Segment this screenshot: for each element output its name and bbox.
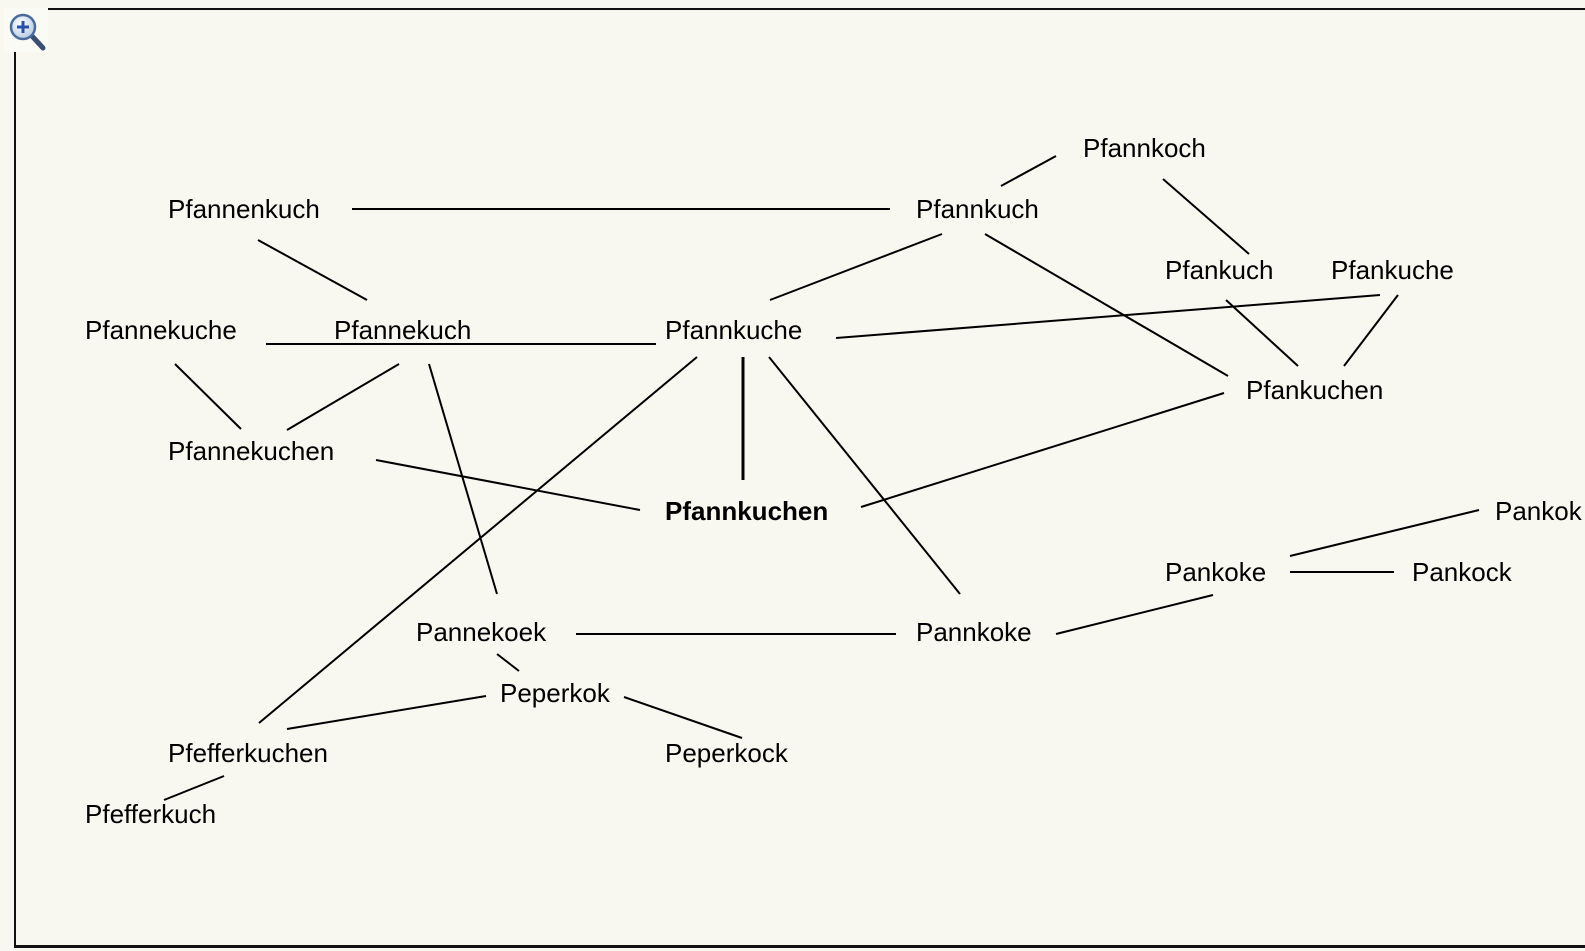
edge-pfankuchen-pfannkuchen: [860, 392, 1225, 508]
node-pfankuche[interactable]: Pfankuche: [1331, 255, 1454, 285]
edge-pfannenkuch-pfannekuch: [257, 239, 368, 301]
edge-pfannekuchen-pfannkuchen: [375, 459, 641, 511]
edge-pfannekuch-pfannekuchen: [286, 363, 400, 431]
node-pannkoke[interactable]: Pannkoke: [916, 617, 1032, 647]
edge-peperkok-pfefferkuchen: [286, 695, 487, 730]
node-peperkock[interactable]: Peperkock: [665, 738, 788, 768]
edge-pankoke-pannkoke: [1055, 594, 1214, 635]
edge-pfannekuche-pfannekuchen: [174, 363, 242, 430]
node-pfefferkuch[interactable]: Pfefferkuch: [85, 799, 217, 829]
edge-pfannkuche-pfefferkuchen: [258, 356, 698, 724]
node-pankok[interactable]: Pankok: [1495, 496, 1582, 526]
edge-pfannkuch-pfankuchen: [984, 233, 1229, 377]
node-peperkok[interactable]: Peperkok: [500, 678, 610, 708]
zoom-in-magnifier-icon: [9, 13, 46, 51]
edge-pannekoek-peperkok: [496, 653, 520, 672]
edge-pfannekuch-pannekoek: [428, 363, 498, 595]
edge-pfannkuche-pannkoke: [768, 356, 961, 595]
node-pfannkuchen-center[interactable]: Pfannkuchen: [665, 496, 829, 526]
node-pfannekuch[interactable]: Pfannekuch: [334, 315, 472, 345]
node-pankoke[interactable]: Pankoke: [1165, 557, 1267, 587]
node-pankock[interactable]: Pankock: [1412, 557, 1512, 587]
node-pfannkuch[interactable]: Pfannkuch: [916, 194, 1039, 224]
zoom-in-button[interactable]: [4, 8, 48, 52]
node-pfankuch[interactable]: Pfankuch: [1165, 255, 1274, 285]
edge-pfannkuch-pfannkuche: [769, 233, 943, 301]
edge-pfefferkuchen-pfefferkuch: [163, 775, 225, 801]
edge-pankok-pankoke: [1289, 509, 1480, 557]
edge-pfannkoch-pfankuch: [1162, 178, 1250, 255]
edge-pfannkuch-pfannkoch: [1000, 155, 1057, 187]
graph-frame: [14, 8, 1585, 948]
node-pfannkuche[interactable]: Pfannkuche: [665, 315, 803, 345]
node-pfannenkuch[interactable]: Pfannenkuch: [168, 194, 320, 224]
node-pfannekuchen[interactable]: Pfannekuchen: [168, 436, 335, 466]
edge-peperkok-peperkock: [623, 696, 743, 739]
node-pfannkoch[interactable]: Pfannkoch: [1083, 133, 1206, 163]
edge-pfankuche-pfankuchen: [1343, 294, 1399, 367]
node-pfannekuche[interactable]: Pfannekuche: [85, 315, 237, 345]
edge-pfankuch-pfankuchen: [1225, 299, 1299, 367]
node-pannekoek[interactable]: Pannekoek: [416, 617, 547, 647]
node-pfankuchen[interactable]: Pfankuchen: [1246, 375, 1384, 405]
edge-pfankuche-pfannkuche: [835, 294, 1381, 339]
node-pfefferkuchen[interactable]: Pfefferkuchen: [168, 738, 328, 768]
